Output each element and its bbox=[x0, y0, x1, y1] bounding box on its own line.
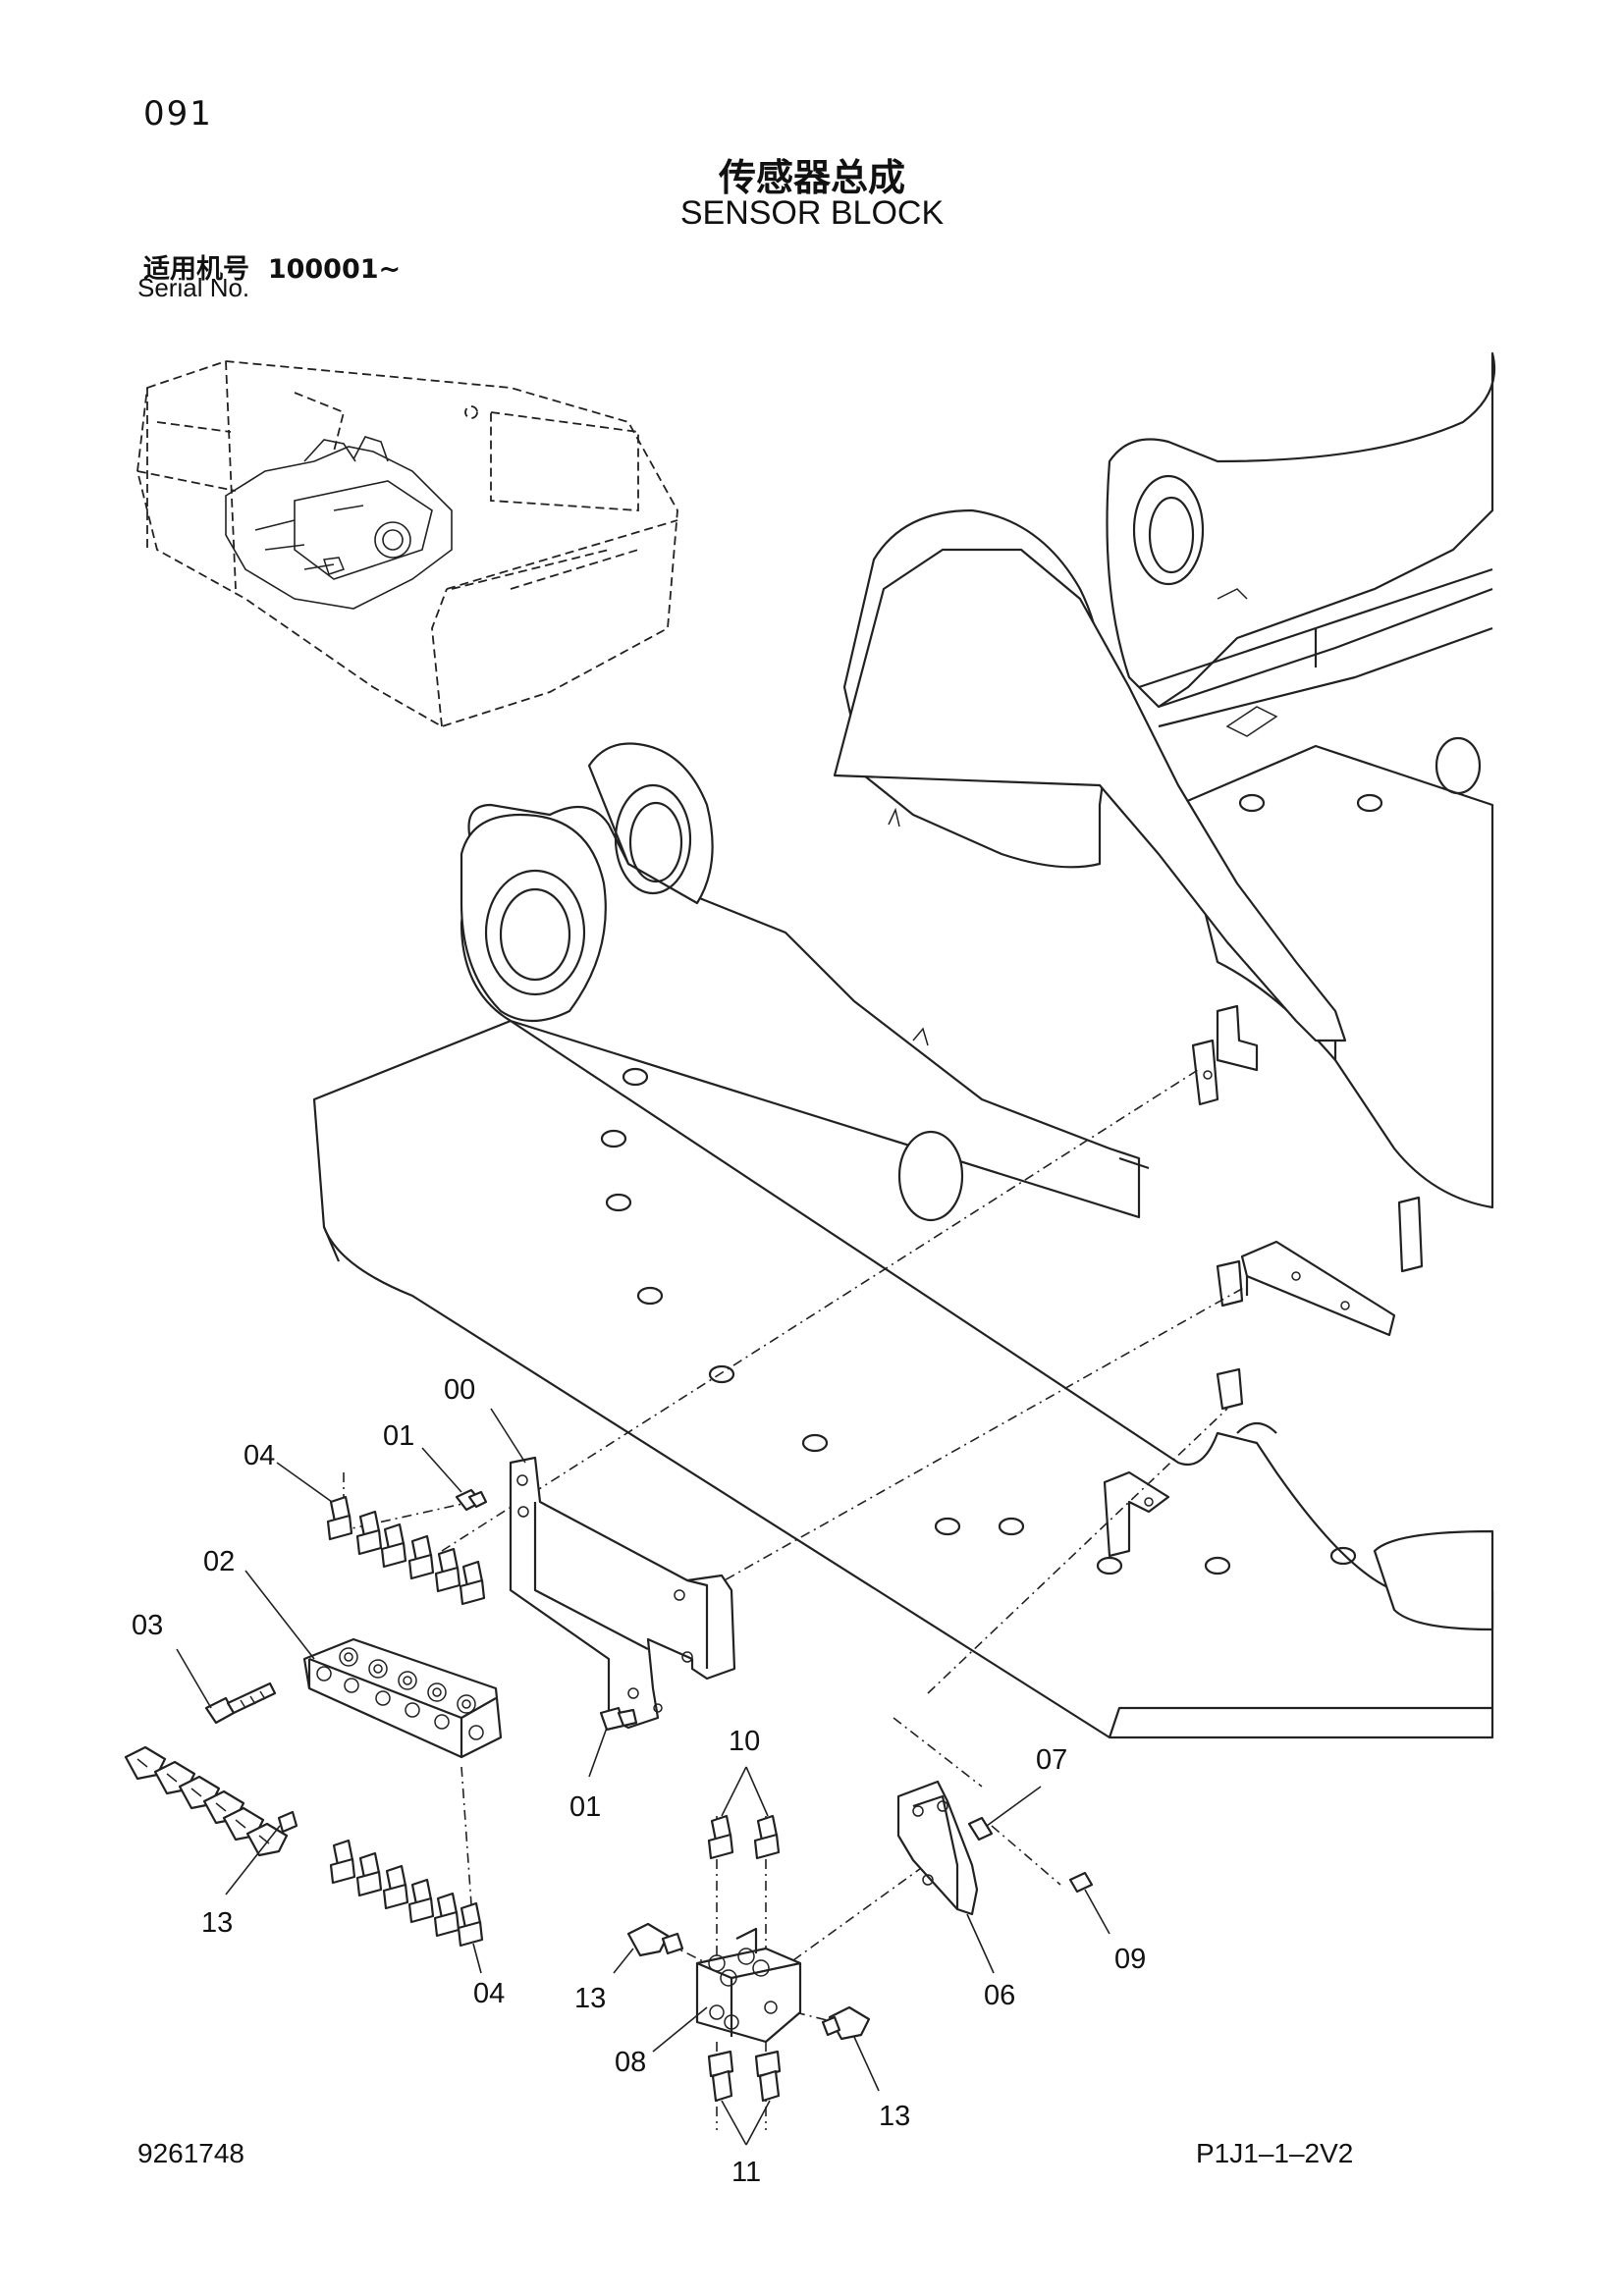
part-02-sensor-block bbox=[302, 1637, 503, 1759]
serial-value: 100001~ bbox=[267, 254, 402, 285]
serial-range: 适用机号 100001~ bbox=[143, 247, 401, 286]
part-04-fittings-upper bbox=[326, 1495, 486, 1606]
callout-08: 08 bbox=[615, 2047, 646, 2078]
part-04-fittings-lower bbox=[329, 1839, 484, 1948]
callout-02: 02 bbox=[203, 1546, 235, 1577]
frame-brackets bbox=[1103, 1004, 1424, 1558]
main-frame bbox=[312, 351, 1496, 1739]
callout-09: 09 bbox=[1114, 1944, 1146, 1975]
callout-06: 06 bbox=[984, 1980, 1015, 2011]
title-chinese: 传感器总成 bbox=[718, 156, 905, 199]
part-08-sensor-block bbox=[695, 1927, 802, 2044]
serial-label-english: Serial No. bbox=[137, 273, 250, 302]
part-06-bracket bbox=[896, 1780, 979, 1916]
callout-13-right: 13 bbox=[879, 2101, 910, 2132]
callout-labels: 00 01 01 02 03 04 04 06 07 08 09 10 11 1… bbox=[132, 1374, 1146, 2188]
callout-04-upper: 04 bbox=[244, 1440, 275, 1471]
callout-03: 03 bbox=[132, 1610, 163, 1641]
part-00-mounting-bracket bbox=[509, 1456, 736, 1730]
callout-10: 10 bbox=[729, 1726, 760, 1757]
part-09-bolt bbox=[1068, 1871, 1094, 1894]
part-07-bolt bbox=[967, 1816, 994, 1842]
serial-label-chinese: 适用机号 bbox=[143, 254, 249, 285]
callout-01-upper: 01 bbox=[383, 1420, 414, 1452]
part-01-bolts bbox=[455, 1488, 638, 1732]
callout-13-left: 13 bbox=[201, 1907, 233, 1939]
callout-00: 00 bbox=[444, 1374, 475, 1406]
callout-04-lower: 04 bbox=[473, 1978, 505, 2009]
part-03-bolt bbox=[204, 1682, 277, 1725]
callout-07: 07 bbox=[1036, 1744, 1067, 1776]
title-english: SENSOR BLOCK bbox=[679, 194, 945, 232]
page-number: 091 bbox=[143, 94, 213, 133]
leader-lines bbox=[176, 1408, 1110, 2146]
callout-13-middle: 13 bbox=[574, 1983, 606, 2014]
part-11-fittings bbox=[707, 2050, 782, 2103]
callout-11: 11 bbox=[731, 2157, 761, 2188]
callout-01-lower: 01 bbox=[569, 1791, 601, 1823]
drawing-number: 9261748 bbox=[137, 2138, 245, 2168]
sheet-code: P1J1–1–2V2 bbox=[1196, 2138, 1354, 2168]
part-13-sensors-left bbox=[124, 1745, 298, 1857]
machine-location-inset bbox=[136, 360, 678, 727]
part-10-fittings bbox=[707, 1814, 781, 1860]
part-13-sensors-right bbox=[626, 1922, 871, 2041]
